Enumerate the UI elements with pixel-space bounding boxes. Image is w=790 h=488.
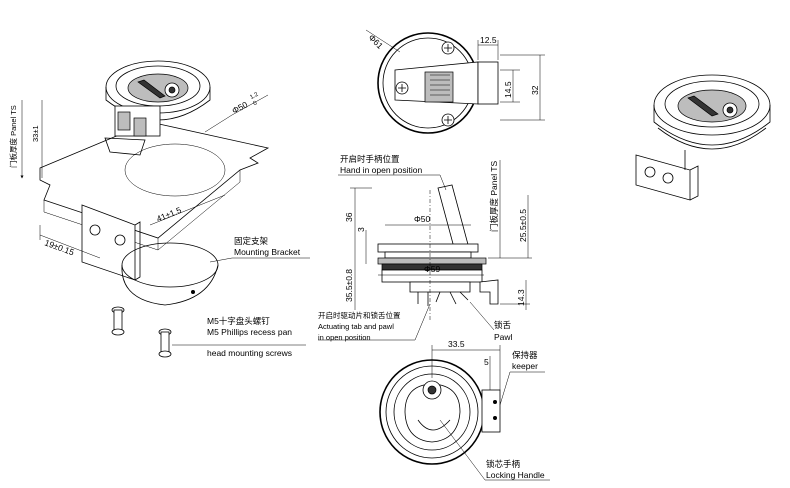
right-iso-view (635, 74, 771, 201)
side-view: 开启时手柄位置 Hand in open position 36 3 Φ50 Φ… (318, 154, 532, 342)
keeper-en: keeper (512, 361, 538, 371)
dim-12-5: 12.5 (480, 35, 497, 45)
bracket-label-en: Mounting Bracket (234, 247, 301, 257)
panel-plate (39, 121, 270, 239)
screw-label-en1: M5 Phillips recess pan (207, 327, 292, 337)
keeper-cn: 保持器 (512, 350, 538, 360)
dim-5: 5 (484, 357, 489, 367)
dim-3: 3 (356, 227, 366, 232)
bottom-view: 33.5 5 保持器 keeper 锁芯手柄 Locking Handle (379, 339, 550, 481)
dim-19: 19±0.15 (43, 237, 75, 257)
pawl-en: Pawl (494, 332, 513, 342)
panel-thickness-label: 门板厚度 Panel TS (8, 105, 18, 168)
locking-cn: 锁芯手柄 (486, 459, 521, 469)
actuating-en2: in open position (318, 333, 371, 342)
dim-36: 36 (344, 212, 354, 222)
dim-14-5: 14.5 (503, 81, 513, 98)
panel-cutout (124, 143, 226, 197)
top-view: Φ61 12.5 14.5 32 (365, 29, 545, 134)
dim-35-5: 35.5±0.8 (344, 269, 354, 302)
actuating-en1: Actuating tab and pawl (318, 322, 394, 331)
dim-25-5: 25.5±0.5 (518, 209, 528, 242)
bracket-label-cn: 固定支架 (234, 236, 269, 246)
dim-phi50-side: Φ50 (414, 214, 431, 224)
pawl-cn: 锁舌 (494, 320, 512, 330)
handle-open-en: Hand in open position (340, 165, 423, 175)
dim-phi50: Φ50 (230, 99, 249, 116)
handle-open-cn: 开启时手柄位置 (340, 154, 400, 164)
dim-phi61: Φ61 (367, 32, 386, 51)
actuating-cn: 开启时驱动片和锁舌位置 (318, 310, 401, 320)
dim-33: 33±1 (31, 125, 40, 142)
screw-1 (111, 306, 125, 336)
dim-phi59: Φ59 (424, 264, 441, 274)
screw-label-cn: M5十字盘头螺钉 (207, 316, 270, 326)
screw-label-en2: head mounting screws (207, 348, 292, 358)
dim-32: 32 (530, 85, 540, 95)
dim-phi50-tol-upper: 1.2 (249, 91, 260, 101)
dim-33-5: 33.5 (448, 339, 465, 349)
screw-2 (158, 328, 172, 358)
panel-ts-side: 门板厚度 Panel TS (489, 160, 499, 232)
dim-phi50-tol-lower: 0 (252, 100, 258, 107)
locking-en: Locking Handle (486, 470, 545, 480)
dim-14-3: 14.3 (516, 289, 526, 306)
keeper-ring (121, 242, 219, 288)
isometric-view: 门板厚度 Panel TS 33±1 Φ50 1.2 0 41±1.5 19±0… (8, 60, 310, 358)
